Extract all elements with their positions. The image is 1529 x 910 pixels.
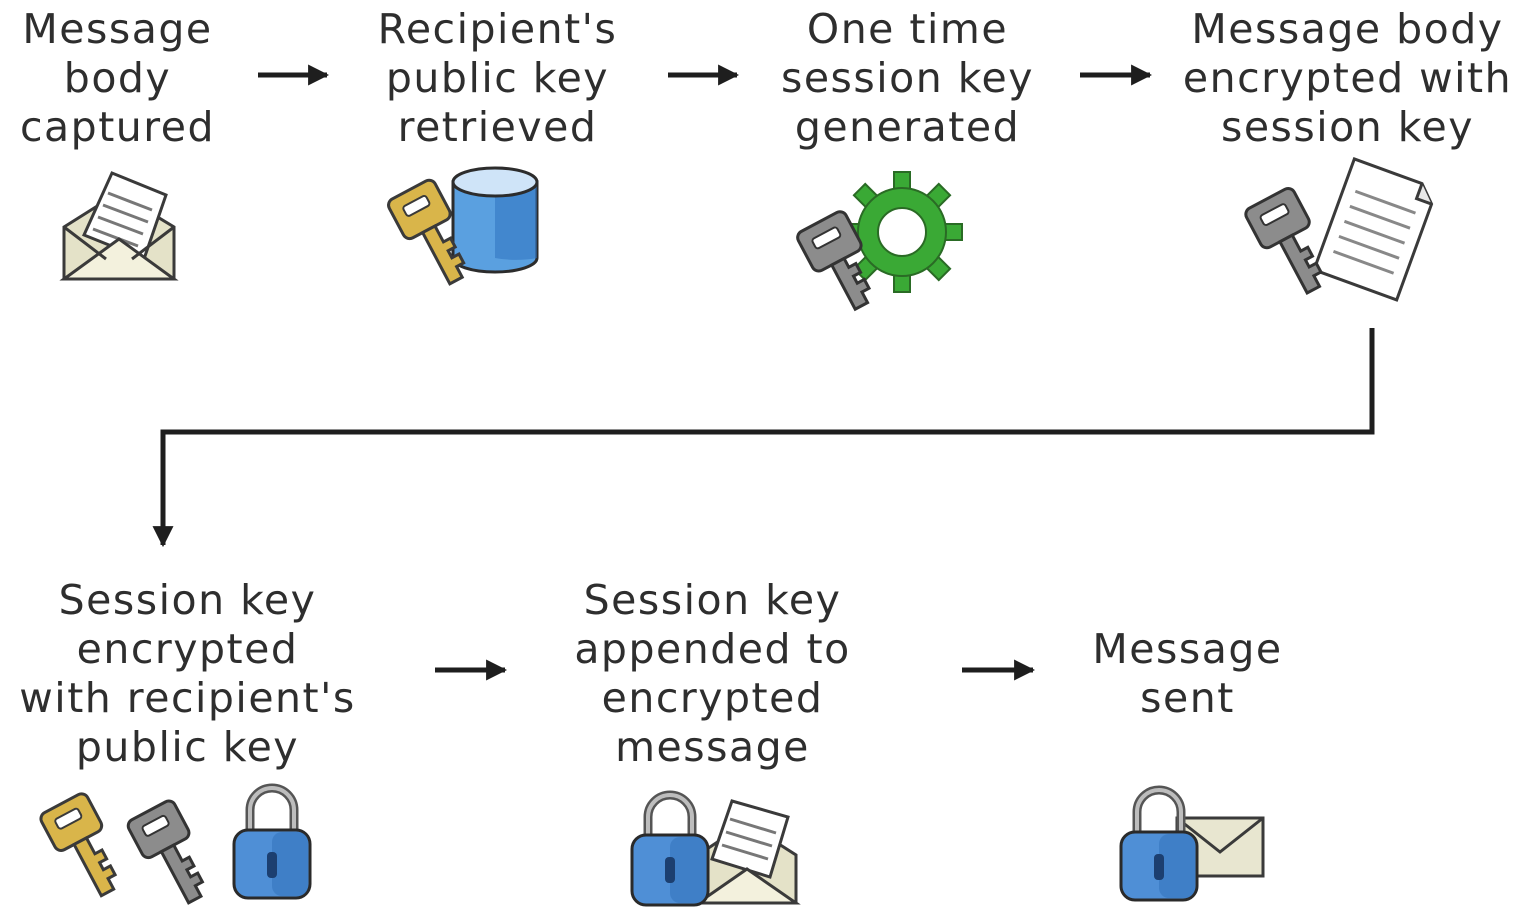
keys-padlock-icon — [39, 783, 312, 905]
step-4-label: Message body encrypted with session key — [1182, 5, 1513, 151]
padlock-envelope-icon — [1119, 785, 1265, 902]
step-1-label: Message body captured — [20, 5, 215, 151]
key-database-icon — [387, 166, 539, 286]
key-document-icon — [1244, 157, 1434, 302]
step-3-label: One time session key generated — [780, 5, 1035, 151]
envelope-document-icon — [59, 171, 179, 281]
step-6-label: Session key appended to encrypted messag… — [574, 576, 851, 771]
connector-4-to-5 — [152, 328, 1375, 548]
step-7-label: Message sent — [1092, 625, 1283, 722]
key-gear-icon — [796, 171, 963, 312]
step-5-label: Session key encrypted with recipient's p… — [19, 576, 356, 771]
step-2-label: Recipient's public key retrieved — [377, 5, 618, 151]
padlock-envelope-document-icon — [630, 790, 801, 907]
